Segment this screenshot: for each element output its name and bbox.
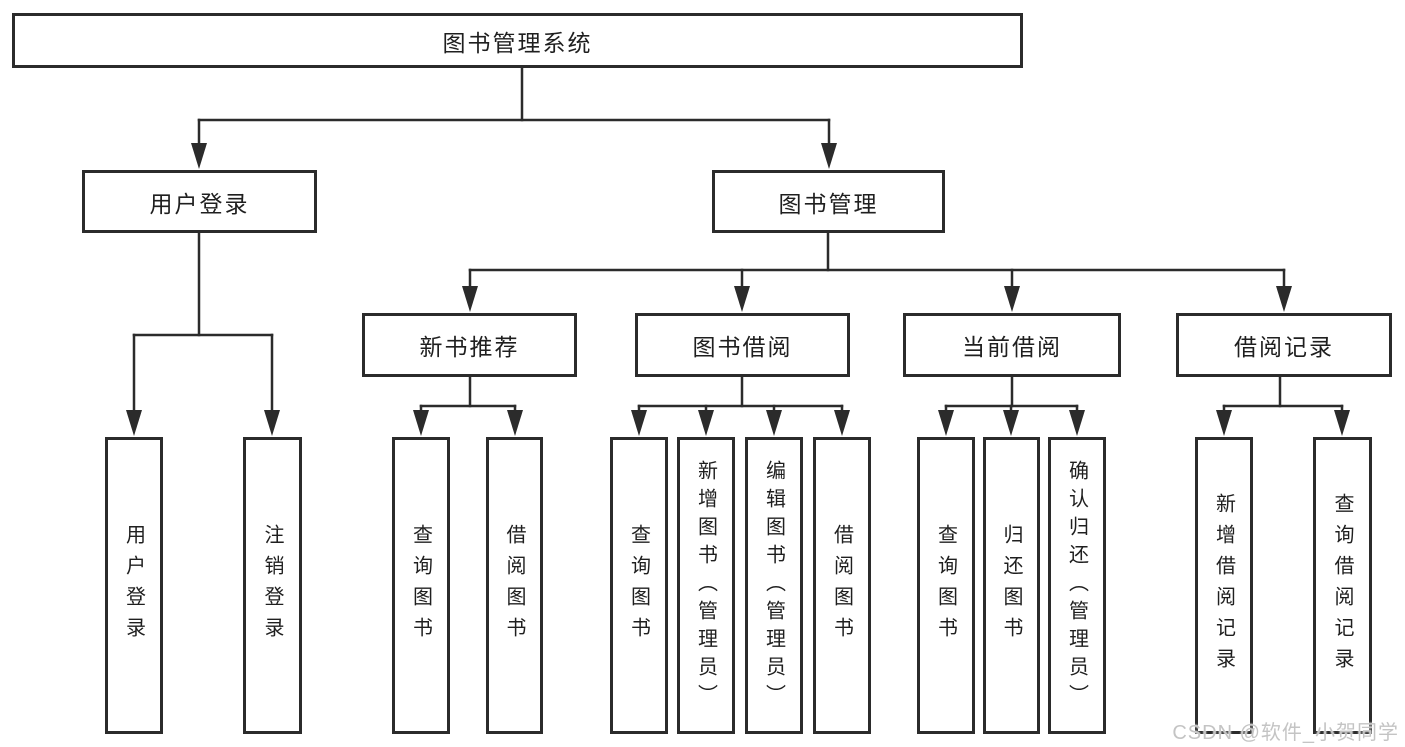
node-new-book-recommend: 新书推荐: [362, 313, 577, 377]
leaf-return-books: 归还图书: [983, 437, 1040, 734]
leaf-query-books-borrow: 查询图书: [610, 437, 668, 734]
leaf-confirm-return-admin: 确认归还（管理员）: [1048, 437, 1106, 734]
watermark-text: CSDN @软件_小贺同学: [1172, 722, 1399, 744]
leaf-add-borrow-record: 新增借阅记录: [1195, 437, 1253, 734]
leaf-edit-books-admin: 编辑图书（管理员）: [745, 437, 803, 734]
leaf-borrow-books: 借阅图书: [813, 437, 871, 734]
leaf-borrow-books-recommend: 借阅图书: [486, 437, 543, 734]
leaf-query-books-current: 查询图书: [917, 437, 975, 734]
leaf-query-borrow-record: 查询借阅记录: [1313, 437, 1372, 734]
node-root-system: 图书管理系统: [12, 13, 1023, 68]
node-book-borrow: 图书借阅: [635, 313, 850, 377]
node-borrow-records: 借阅记录: [1176, 313, 1392, 377]
node-current-borrow: 当前借阅: [903, 313, 1121, 377]
leaf-user-login: 用户登录: [105, 437, 163, 734]
leaf-query-books-recommend: 查询图书: [392, 437, 450, 734]
node-book-management: 图书管理: [712, 170, 945, 233]
leaf-logout: 注销登录: [243, 437, 302, 734]
leaf-add-books-admin: 新增图书（管理员）: [677, 437, 735, 734]
arrowheads: [126, 143, 1350, 436]
node-user-login: 用户登录: [82, 170, 317, 233]
